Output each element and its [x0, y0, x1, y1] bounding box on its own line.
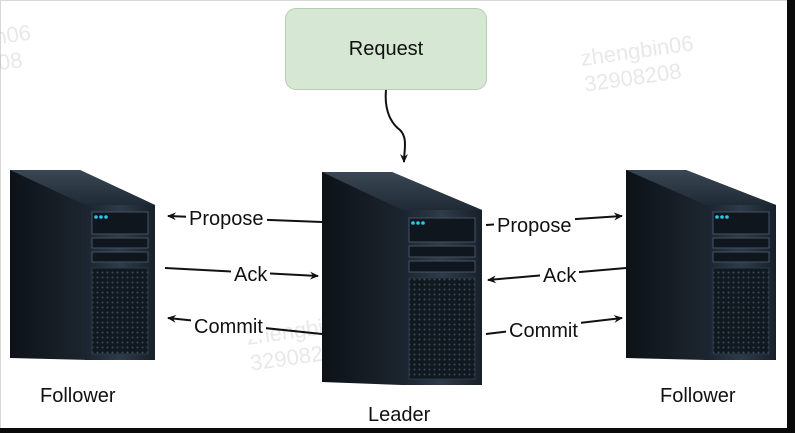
- label-right-ack: Ack: [540, 265, 580, 288]
- frame-edge-bottom: [0, 428, 795, 433]
- server-leader-icon: [322, 172, 482, 385]
- caption-left-follower: Follower: [40, 385, 116, 407]
- label-left-commit: Commit: [191, 316, 266, 339]
- frame-edge-right: [787, 0, 795, 433]
- label-left-ack: Ack: [231, 264, 271, 287]
- request-arrow: [384, 89, 409, 163]
- caption-leader: Leader: [368, 404, 431, 426]
- label-right-propose: Propose: [494, 215, 575, 238]
- server-right-follower-icon: [626, 170, 776, 360]
- request-node: Request: [285, 8, 487, 90]
- label-left-propose: Propose: [186, 208, 267, 231]
- request-label: Request: [348, 37, 424, 60]
- caption-right-follower: Follower: [660, 385, 736, 407]
- server-left-follower-icon: [10, 170, 155, 360]
- label-right-commit: Commit: [506, 320, 581, 343]
